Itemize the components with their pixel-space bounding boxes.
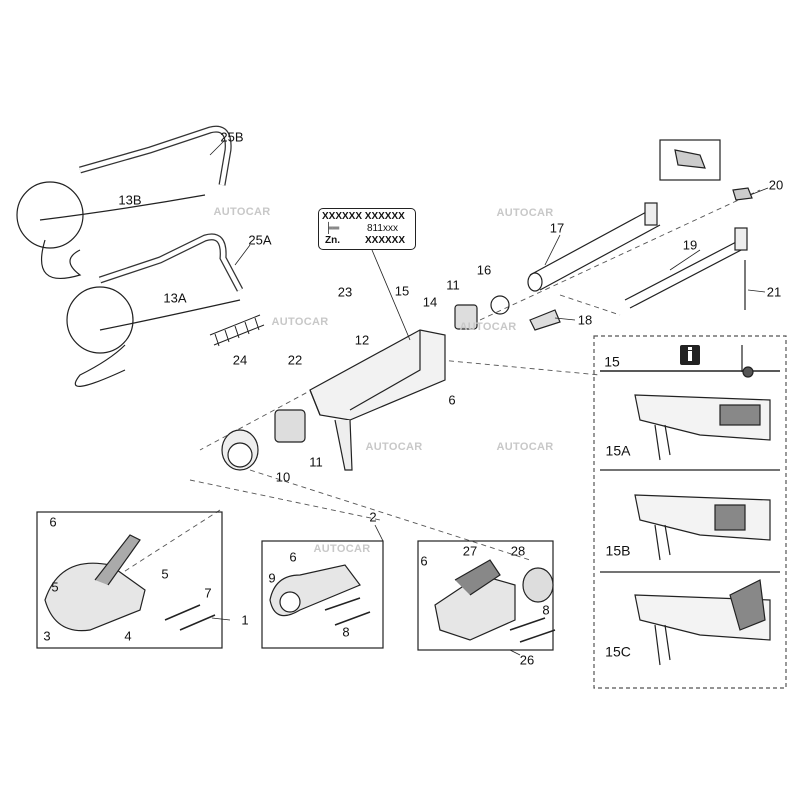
- part-label: 25A: [248, 232, 272, 248]
- part-label: 6: [289, 549, 297, 565]
- panel-title: 15: [604, 353, 620, 370]
- variant-label-15c: 15C: [605, 643, 631, 660]
- part-label: 11: [309, 454, 323, 470]
- watermark: AUTOCAR: [271, 316, 329, 328]
- watermark: AUTOCAR: [313, 543, 371, 555]
- watermark: AUTOCAR: [213, 206, 271, 218]
- part-label: 6: [420, 553, 428, 569]
- part-label: 19: [682, 237, 698, 253]
- drawbar-symbol-icon: ╞═: [325, 223, 340, 234]
- watermark: AUTOCAR: [496, 441, 554, 453]
- part-label: 17: [549, 220, 565, 236]
- part-label: 13A: [163, 290, 187, 306]
- type-plate: XXXXXX XXXXXX ╞═ 811xxx Zn. XXXXXX: [318, 208, 416, 250]
- part-label: 20: [768, 177, 784, 193]
- part-label: 1: [241, 612, 249, 628]
- plate-line1: XXXXXX XXXXXX: [322, 211, 405, 222]
- part-label: 22: [287, 352, 303, 368]
- watermark: AUTOCAR: [365, 441, 423, 453]
- variant-label-15a: 15A: [605, 442, 631, 459]
- part-label: 26: [519, 652, 535, 668]
- part-label: 5: [161, 566, 169, 582]
- plate-code: 811xxx: [367, 223, 398, 234]
- part-label: 8: [342, 624, 350, 640]
- part-label: 15: [394, 283, 410, 299]
- plate-zn-value: XXXXXX: [365, 235, 406, 246]
- part-label: 11: [446, 277, 460, 293]
- part-label: 25B: [220, 129, 244, 145]
- part-label: 5: [51, 579, 59, 595]
- variant-label-15b: 15B: [605, 542, 631, 559]
- part-label: 28: [510, 543, 526, 559]
- watermark: AUTOCAR: [459, 321, 517, 333]
- part-label: 21: [766, 284, 782, 300]
- part-label: 8: [542, 602, 550, 618]
- part-label: 23: [337, 284, 353, 300]
- part-label: 10: [275, 469, 291, 485]
- plate-zn: Zn.: [325, 235, 340, 246]
- part-label: 6: [49, 514, 57, 530]
- part-label: 13B: [118, 192, 142, 208]
- part-label: 27: [462, 543, 478, 559]
- watermark: AUTOCAR: [496, 207, 554, 219]
- part-label: 14: [422, 294, 438, 310]
- part-label: 7: [204, 585, 212, 601]
- jockey-wheel-icon: [741, 345, 754, 378]
- part-label: 16: [476, 262, 492, 278]
- part-label: 24: [232, 352, 248, 368]
- part-label: 9: [268, 570, 276, 586]
- part-label: 3: [43, 628, 51, 644]
- part-label: 18: [577, 312, 593, 328]
- part-label: 4: [124, 628, 132, 644]
- part-label: 6: [448, 392, 456, 408]
- part-label: 2: [369, 509, 377, 525]
- part-label: 12: [354, 332, 370, 348]
